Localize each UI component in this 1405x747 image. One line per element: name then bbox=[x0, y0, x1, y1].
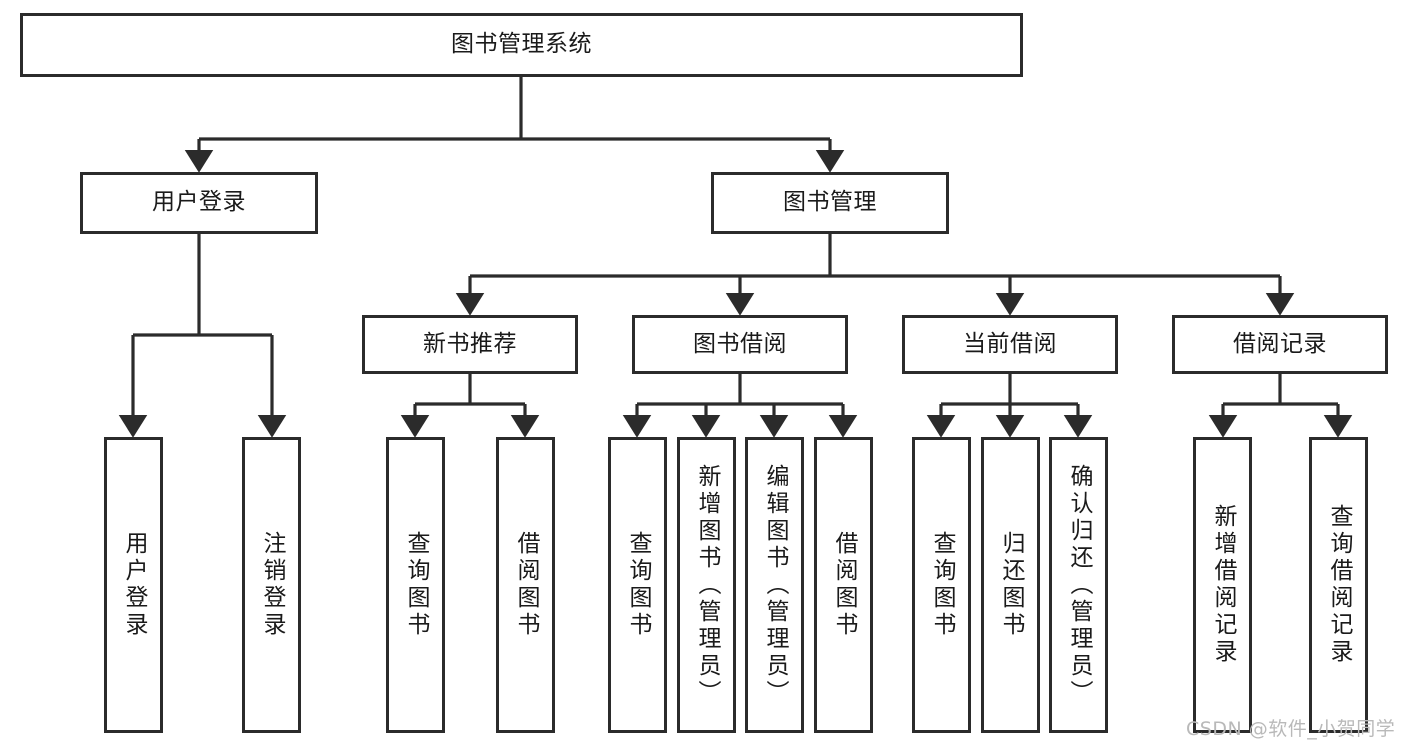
node-label: 用户登录 bbox=[121, 531, 147, 639]
node-label: 图书借阅 bbox=[693, 330, 787, 357]
node-label: 查询图书 bbox=[625, 531, 651, 639]
node-book-management[interactable]: 图书管理 bbox=[711, 172, 949, 234]
node-root-book-management-system[interactable]: 图书管理系统 bbox=[20, 13, 1023, 77]
connector-lines bbox=[118, 77, 1353, 438]
leaf-current-borrow-return[interactable]: 归还图书 bbox=[981, 437, 1040, 733]
node-label: 查询借阅记录 bbox=[1326, 504, 1352, 666]
leaf-current-borrow-confirm-return[interactable]: 确认归还（管理员） bbox=[1049, 437, 1108, 733]
node-label: 新增图书（管理员） bbox=[694, 463, 720, 707]
leaf-borrow-record-query[interactable]: 查询借阅记录 bbox=[1309, 437, 1368, 733]
leaf-book-borrow-borrow[interactable]: 借阅图书 bbox=[814, 437, 873, 733]
node-label: 确认归还（管理员） bbox=[1066, 463, 1092, 707]
node-label: 借阅图书 bbox=[831, 531, 857, 639]
node-label: 注销登录 bbox=[259, 531, 285, 639]
csdn-watermark: CSDN @软件_小贺同学 bbox=[1186, 718, 1396, 740]
leaf-user-login-login[interactable]: 用户登录 bbox=[104, 437, 163, 733]
node-user-login[interactable]: 用户登录 bbox=[80, 172, 318, 234]
leaf-new-book-query[interactable]: 查询图书 bbox=[386, 437, 445, 733]
node-current-borrow[interactable]: 当前借阅 bbox=[902, 315, 1118, 374]
node-label: 借阅图书 bbox=[513, 531, 539, 639]
leaf-book-borrow-query[interactable]: 查询图书 bbox=[608, 437, 667, 733]
leaf-book-borrow-edit[interactable]: 编辑图书（管理员） bbox=[745, 437, 804, 733]
leaf-borrow-record-add[interactable]: 新增借阅记录 bbox=[1193, 437, 1252, 733]
leaf-current-borrow-query[interactable]: 查询图书 bbox=[912, 437, 971, 733]
node-label: 查询图书 bbox=[929, 531, 955, 639]
node-borrow-record[interactable]: 借阅记录 bbox=[1172, 315, 1388, 374]
leaf-book-borrow-add[interactable]: 新增图书（管理员） bbox=[677, 437, 736, 733]
leaf-user-login-logout[interactable]: 注销登录 bbox=[242, 437, 301, 733]
node-label: 查询图书 bbox=[403, 531, 429, 639]
node-label: 新书推荐 bbox=[423, 330, 517, 357]
node-new-book-recommend[interactable]: 新书推荐 bbox=[362, 315, 578, 374]
node-label: 当前借阅 bbox=[963, 330, 1057, 357]
node-label: 借阅记录 bbox=[1233, 330, 1327, 357]
node-label: 归还图书 bbox=[998, 531, 1024, 639]
node-book-borrow[interactable]: 图书借阅 bbox=[632, 315, 848, 374]
leaf-new-book-borrow[interactable]: 借阅图书 bbox=[496, 437, 555, 733]
node-label: 图书管理 bbox=[783, 189, 877, 216]
node-label: 图书管理系统 bbox=[451, 31, 592, 58]
node-label: 用户登录 bbox=[152, 189, 246, 216]
node-label: 新增借阅记录 bbox=[1210, 504, 1236, 666]
node-label: 编辑图书（管理员） bbox=[762, 463, 788, 707]
